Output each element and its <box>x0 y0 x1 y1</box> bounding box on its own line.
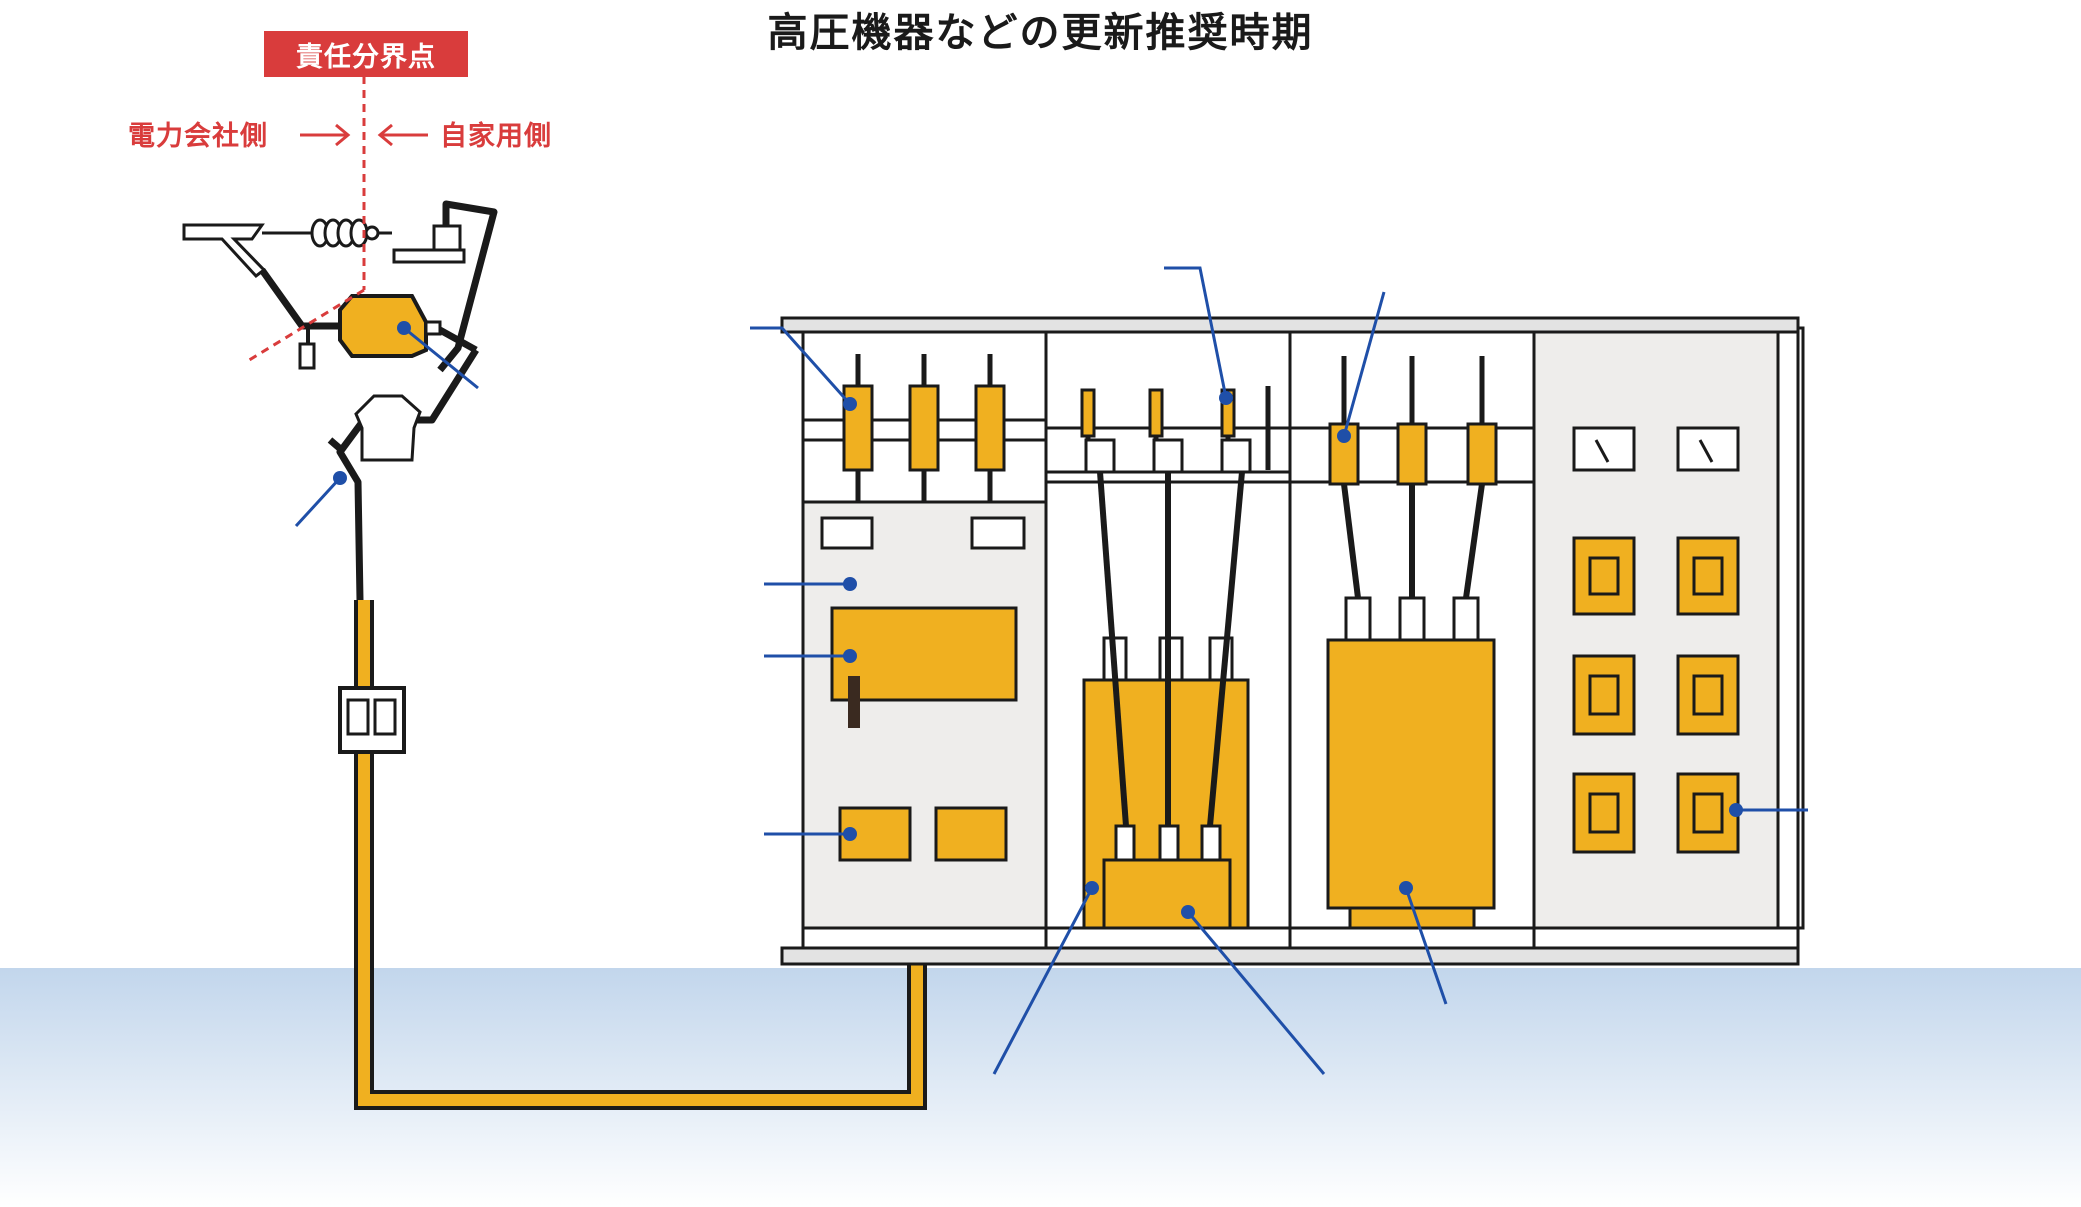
section-1-panel <box>801 500 1048 930</box>
section-2 <box>1080 386 1271 930</box>
vcb <box>830 606 1018 702</box>
cubicle-roof <box>780 316 1800 334</box>
pas-switch <box>338 294 428 358</box>
page-title: 高圧機器などの更新推奨時期 <box>767 10 1314 56</box>
relay-2 <box>934 806 1008 862</box>
section-3 <box>1326 356 1498 930</box>
arrow-right-icon <box>300 123 351 147</box>
pole-conductor <box>437 200 498 373</box>
leader-lines <box>294 266 1808 1075</box>
crossarm <box>182 223 267 279</box>
cubicle-base <box>780 946 1800 966</box>
transformer-2 <box>1326 638 1496 910</box>
meter-icon <box>1676 426 1740 472</box>
meter-panel <box>1532 330 1780 930</box>
meter-icon <box>1572 426 1636 472</box>
boundary-badge: 責任分界点 <box>264 31 468 77</box>
arrester-lower <box>354 394 422 462</box>
ground <box>0 968 2081 1207</box>
insulator-icon <box>310 218 380 248</box>
arrow-left-icon <box>377 123 428 147</box>
capacitor <box>1102 858 1232 930</box>
arrester <box>432 224 462 254</box>
relay-1 <box>838 806 912 862</box>
customer-side-label: 自家用側 <box>440 121 552 152</box>
utility-side-label: 電力会社側 <box>128 121 268 152</box>
leader-dots <box>333 321 1743 919</box>
